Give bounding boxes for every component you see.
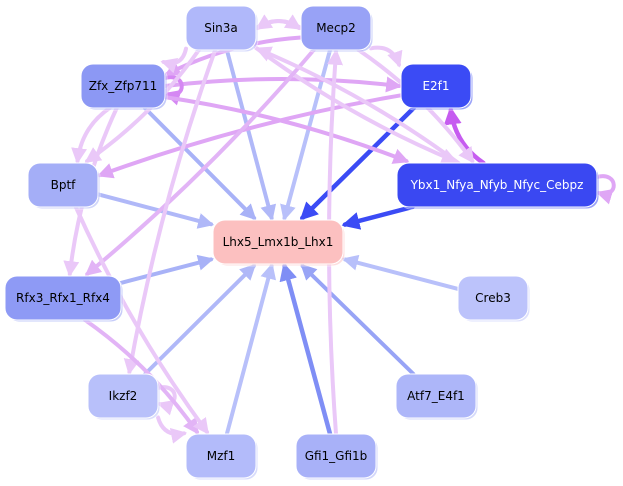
node-label: Mzf1: [207, 449, 236, 463]
node-zfx-zfp711[interactable]: Zfx_Zfp711: [80, 63, 168, 111]
edge-rfx3_rfx1_rfx4-to-lhx5_lmx1b_lhx1: [119, 254, 215, 285]
edge-creb3-to-lhx5_lmx1b_lhx1: [341, 254, 460, 291]
edge-ybx1_nfya_nfyb_nfyc_cebpz-to-sin3a: [255, 46, 461, 165]
edge-mecp2-to-rfx3_rfx1_rfx4: [84, 48, 316, 277]
node-box[interactable]: [87, 373, 159, 419]
edge-sin3a-to-ybx1_nfya_nfyb_nfyc_cebpz: [254, 45, 458, 164]
edge-rfx3_rfx1_rfx4-to-mzf1: [83, 318, 199, 435]
edge-e2f1-to-bptf: [96, 93, 403, 179]
node-box[interactable]: [212, 219, 344, 265]
node-label: Bptf: [51, 178, 77, 192]
node-box[interactable]: [295, 433, 377, 479]
node-label: Ybx1_Nfya_Nfyb_Nfyc_Cebpz: [410, 178, 584, 192]
edge-gfi1_gfi1b-to-lhx5_lmx1b_lhx1: [279, 262, 333, 437]
node-box[interactable]: [4, 275, 122, 321]
edge-atf7_e4f1-to-lhx5_lmx1b_lhx1: [300, 263, 416, 376]
edge-zfx_zfp711-to-bptf: [71, 106, 112, 165]
node-label: Mecp2: [316, 21, 356, 35]
node-box[interactable]: [395, 373, 477, 419]
node-label: Zfx_Zfp711: [89, 79, 158, 93]
edge-ybx1_nfya_nfyb_nfyc_cebpz-to-lhx5_lmx1b_lhx1: [341, 204, 415, 230]
edge-sin3a-to-zfx_zfp711: [160, 46, 188, 74]
node-box[interactable]: [457, 275, 529, 321]
edge-bptf-to-mzf1: [73, 205, 210, 435]
edge-mecp2-to-sin3a: [255, 14, 303, 30]
node-mecp2[interactable]: Mecp2: [300, 5, 374, 53]
edge-ikzf2-to-mzf1: [156, 415, 188, 444]
node-ikzf2[interactable]: Ikzf2: [87, 373, 161, 421]
node-lhx5-lmx1b-lhx1[interactable]: Lhx5_Lmx1b_Lhx1: [212, 219, 346, 267]
node-label: Lhx5_Lmx1b_Lhx1: [223, 235, 334, 249]
node-box[interactable]: [300, 5, 372, 51]
node-box[interactable]: [400, 63, 472, 109]
node-label: Atf7_E4f1: [407, 389, 465, 403]
node-mzf1[interactable]: Mzf1: [185, 433, 259, 481]
node-bptf[interactable]: Bptf: [27, 162, 101, 210]
edge-bptf-to-lhx5_lmx1b_lhx1: [96, 192, 215, 229]
node-label: Gfi1_Gfi1b: [305, 449, 368, 463]
node-label: Ikzf2: [109, 389, 138, 403]
node-atf7-e4f1[interactable]: Atf7_E4f1: [395, 373, 479, 421]
node-creb3[interactable]: Creb3: [457, 275, 531, 323]
node-label: Creb3: [475, 291, 511, 305]
node-box[interactable]: [396, 162, 598, 208]
node-label: Rfx3_Rfx1_Rfx4: [16, 291, 110, 305]
node-box[interactable]: [185, 5, 257, 51]
node-label: Sin3a: [204, 21, 238, 35]
node-e2f1[interactable]: E2f1: [400, 63, 474, 111]
edge-ikzf2-to-lhx5_lmx1b_lhx1: [143, 263, 257, 376]
node-label: E2f1: [422, 79, 449, 93]
node-box[interactable]: [185, 433, 257, 479]
edge-zfx_zfp711-to-zfx_zfp711: [163, 75, 184, 106]
node-ybx1-nfya-nfyb-nfyc-cebpz[interactable]: Ybx1_Nfya_Nfyb_Nfyc_Cebpz: [396, 162, 600, 210]
node-box[interactable]: [27, 162, 99, 208]
node-rfx3-rfx1-rfx4[interactable]: Rfx3_Rfx1_Rfx4: [4, 275, 124, 323]
edge-mzf1-to-lhx5_lmx1b_lhx1: [224, 262, 277, 436]
node-box[interactable]: [80, 63, 166, 109]
node-sin3a[interactable]: Sin3a: [185, 5, 259, 53]
edge-sin3a-to-lhx5_lmx1b_lhx1: [224, 48, 277, 222]
node-gfi1-gfi1b[interactable]: Gfi1_Gfi1b: [295, 433, 379, 481]
edge-zfx_zfp711-to-lhx5_lmx1b_lhx1: [142, 106, 257, 221]
edge-ybx1_nfya_nfyb_nfyc_cebpz-to-ybx1_nfya_nfyb_nfyc_cebpz: [595, 174, 616, 205]
edge-ybx1_nfya_nfyb_nfyc_cebpz-to-e2f1: [443, 106, 486, 166]
edge-mecp2-to-e2f1: [369, 45, 403, 68]
edge-zfx_zfp711-to-e2f1: [163, 76, 403, 93]
edge-e2f1-to-lhx5_lmx1b_lhx1: [299, 105, 416, 221]
